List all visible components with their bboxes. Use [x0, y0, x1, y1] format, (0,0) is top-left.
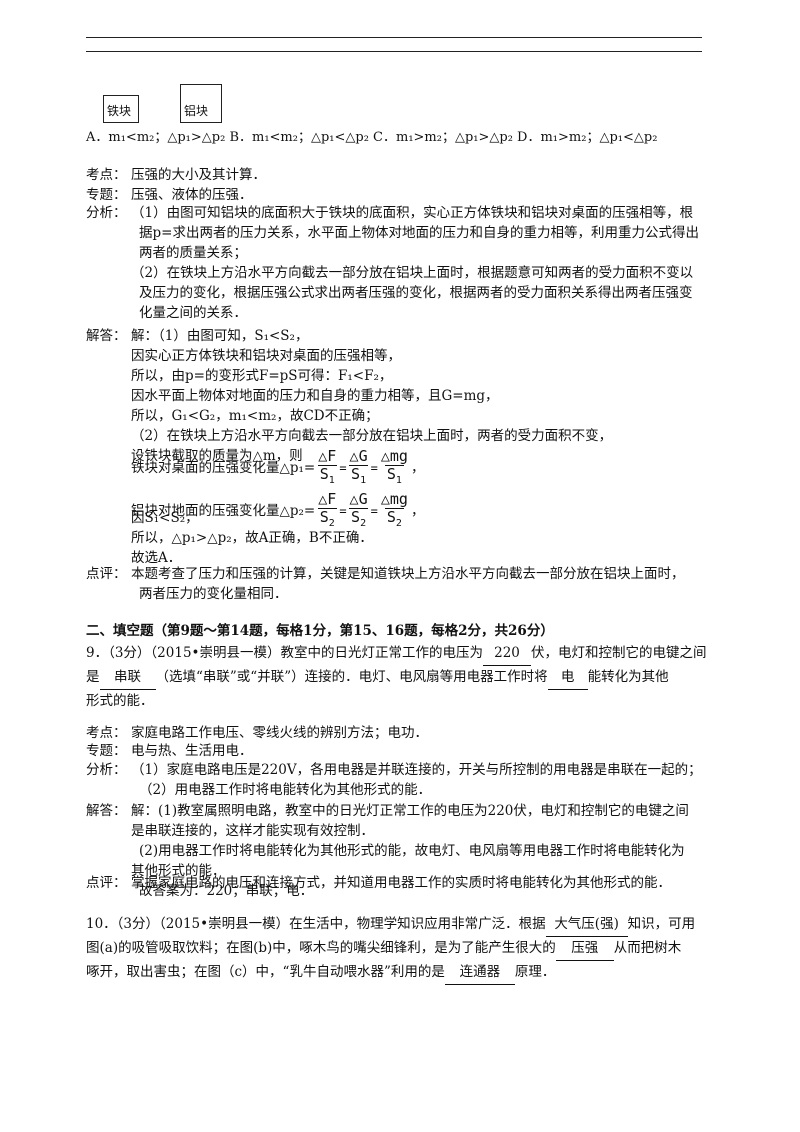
- q8-jieda: 解：（1）由图可知，S₁<S₂， 因实心正方体铁块和铝块对桌面的压强相等， 所以…: [131, 328, 613, 464]
- q8-fenxi: （1）由图可知铝块的底面积大于铁块的底面积，实心正方体铁块和铝块对桌面的压强相等…: [131, 205, 699, 321]
- answer-options: A．m₁<m₂；△p₁>△p₂ B．m₁<m₂；△p₁<△p₂ C．m₁>m₂；…: [86, 130, 658, 145]
- q10-blank-2: 压强: [555, 937, 614, 961]
- q8-kaodian-label: 考点：: [86, 167, 127, 183]
- q9-fenxi-label: 分析：: [86, 762, 127, 778]
- iron-block-label: 铁块: [107, 104, 132, 118]
- q9-zhuanti: 电与热、生活用电．: [131, 743, 253, 759]
- aluminum-block-label: 铝块: [184, 104, 209, 118]
- q9-blank-1: 220: [483, 642, 531, 666]
- q9-zhuanti-label: 专题：: [86, 743, 127, 759]
- q8-dianping-label: 点评：: [86, 566, 127, 582]
- q9-blank-3: 电: [547, 666, 588, 690]
- q9-dianping-label: 点评：: [86, 875, 127, 891]
- q9-kaodian: 家庭电路工作电压、零线火线的辨别方法；电功．: [131, 725, 428, 741]
- section-heading: 二、填空题（第9题～第14题，每格1分，第15、16题，每格2分，共26分）: [86, 623, 554, 639]
- q10-blank-3: 连通器: [444, 961, 515, 985]
- q9-jieda-label: 解答：: [86, 803, 127, 819]
- header-rule-bottom: [86, 51, 702, 52]
- q10-blank-1: 大气压(强): [545, 913, 628, 937]
- q9-kaodian-label: 考点：: [86, 725, 127, 741]
- header-rule-top: [86, 37, 702, 38]
- q10-question: 10．（3分）（2015•崇明县一模）在生活中，物理学知识应用非常广泛．根据大气…: [86, 913, 706, 985]
- q8-zhuanti-label: 专题：: [86, 187, 127, 203]
- q8-kaodian: 压强的大小及其计算．: [131, 167, 266, 183]
- figure-iron-block: 铁块: [103, 95, 139, 123]
- q9-dianping: 掌握家庭电路的电压和连接方式，并知道用电器工作的实质时将电能转化为其他形式的能．: [131, 875, 671, 891]
- q9-jieda: 解：(1)教室属照明电路，教室中的日光灯正常工作的电压为220伏，电灯和控制它的…: [131, 803, 689, 899]
- q8-jieda-label: 解答：: [86, 328, 127, 344]
- figure-aluminum-block: 铝块: [180, 84, 222, 123]
- q9-blank-2: 串联: [99, 666, 156, 690]
- q9-fenxi: （1）家庭电路电压是220V，各用电器是并联连接的，开关与所控制的用电器是串联在…: [131, 762, 702, 798]
- q8-jieda-end: 因S₁<S₂， 所以，△p₁>△p₂，故A正确，B不正确． 故选A．: [131, 510, 373, 566]
- q8-zhuanti: 压强、液体的压强．: [131, 187, 253, 203]
- q8-fenxi-label: 分析：: [86, 205, 127, 221]
- q8-dianping: 本题考查了压力和压强的计算，关键是知道铁块上方沿水平方向截去一部分放在铝块上面时…: [131, 566, 685, 602]
